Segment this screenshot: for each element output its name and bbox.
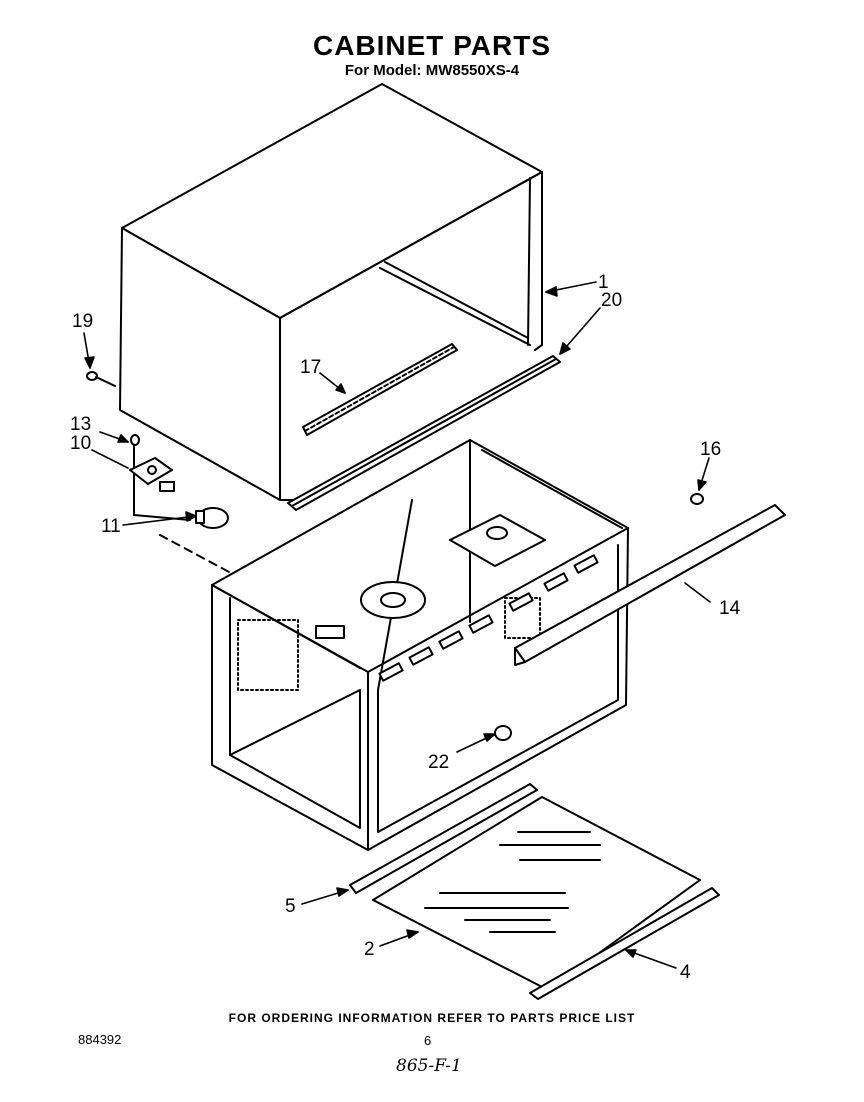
callout-2: 2 bbox=[364, 939, 375, 960]
callout-11: 11 bbox=[101, 516, 121, 537]
strip-17 bbox=[302, 343, 458, 436]
nut-16-icon bbox=[690, 493, 704, 505]
callout-19: 19 bbox=[72, 311, 93, 332]
handwritten-note: 865-F-1 bbox=[396, 1056, 462, 1076]
callout-10: 10 bbox=[70, 433, 91, 454]
callout-22: 22 bbox=[428, 752, 449, 773]
callout-13: 13 bbox=[70, 414, 91, 435]
strip-4 bbox=[529, 887, 720, 1000]
strip-5 bbox=[349, 783, 538, 894]
callout-5: 5 bbox=[285, 896, 296, 917]
screw-19-icon bbox=[86, 371, 116, 387]
page-title: CABINET PARTS bbox=[312, 30, 552, 61]
chassis-frame bbox=[211, 439, 629, 851]
callout-4: 4 bbox=[680, 962, 691, 983]
callout-17: 17 bbox=[300, 357, 321, 378]
ordering-info-footer: FOR ORDERING INFORMATION REFER TO PARTS … bbox=[228, 1011, 636, 1025]
model-subtitle: For Model: MW8550XS-4 bbox=[344, 62, 520, 79]
callout-20: 20 bbox=[601, 290, 622, 311]
page-number: 6 bbox=[424, 1033, 432, 1048]
document-number: 884392 bbox=[78, 1032, 122, 1047]
tray-2 bbox=[372, 796, 701, 991]
rail-14 bbox=[514, 504, 786, 666]
callout-labels: 1 20 17 19 13 10 11 16 14 22 5 2 4 bbox=[70, 272, 741, 983]
callout-14: 14 bbox=[719, 598, 741, 619]
leader-lines bbox=[83, 281, 711, 969]
cabinet-wrapper bbox=[119, 83, 543, 501]
rail-20 bbox=[287, 355, 561, 511]
callout-16: 16 bbox=[700, 439, 721, 460]
callout-1: 1 bbox=[598, 272, 609, 293]
foot-22-icon bbox=[494, 725, 512, 741]
